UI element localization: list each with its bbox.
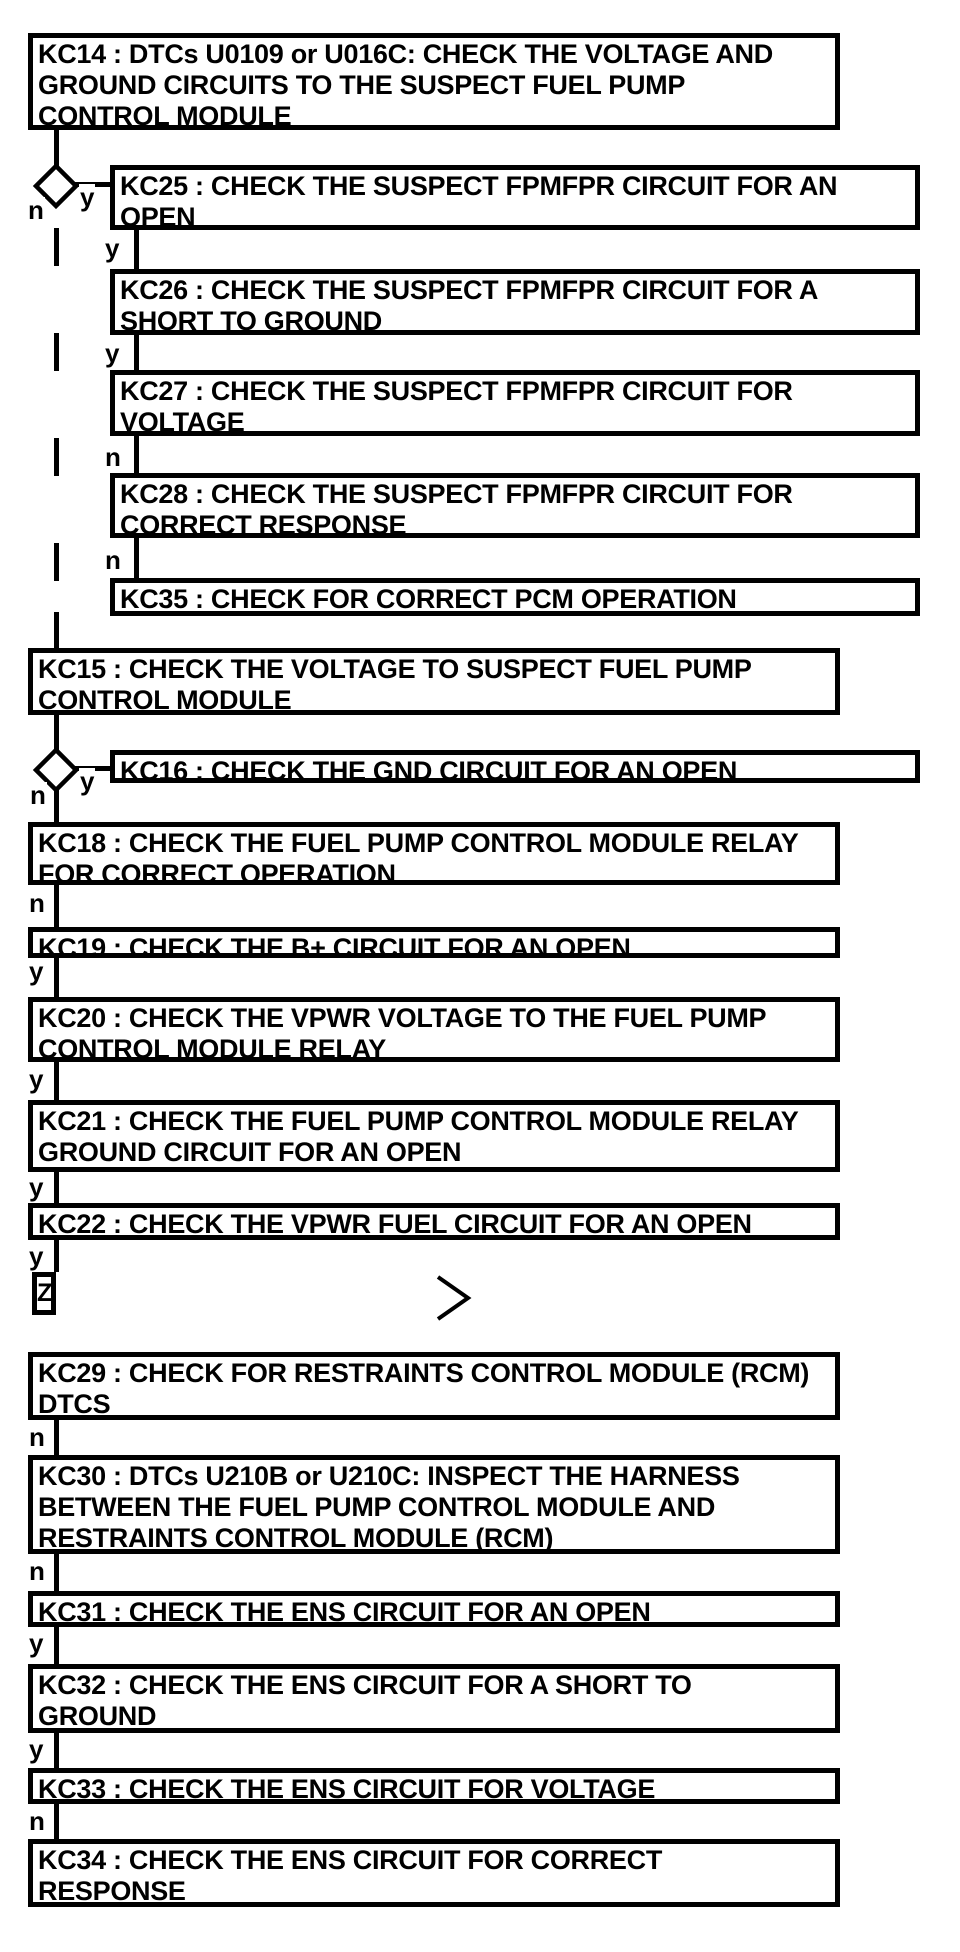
flowchart-step-kc34: KC34 : CHECK THE ENS CIRCUIT FOR CORRECT… (28, 1839, 840, 1907)
flowchart-step-kc35: KC35 : CHECK FOR CORRECT PCM OPERATION (110, 578, 920, 616)
connector-decision2-no (54, 788, 59, 822)
branch-label-yes: y (28, 1172, 45, 1202)
dashed-line-segment (54, 612, 59, 650)
flowchart-step-kc27: KC27 : CHECK THE SUSPECT FPMFPR CIRCUIT … (110, 370, 920, 437)
branch-label-yes: y (28, 1628, 45, 1658)
branch-label-no: n (28, 1422, 46, 1452)
flowchart-step-kc26: KC26 : CHECK THE SUSPECT FPMFPR CIRCUIT … (110, 269, 920, 336)
branch-label-yes: y (28, 956, 45, 986)
dashed-line-segment (54, 228, 59, 266)
flowchart-step-kc33: KC33 : CHECK THE ENS CIRCUIT FOR VOLTAGE (28, 1768, 840, 1804)
branch-label-no: n (104, 442, 122, 472)
dashed-line-segment (54, 543, 59, 581)
flowchart-step-kc16: KC16 : CHECK THE GND CIRCUIT FOR AN OPEN (110, 750, 920, 786)
flowchart-step-kc20: KC20 : CHECK THE VPWR VOLTAGE TO THE FUE… (28, 997, 840, 1064)
flowchart-step-kc30: KC30 : DTCs U210B or U210C: INSPECT THE … (28, 1455, 840, 1554)
page-continuation-chevron-icon (436, 1275, 472, 1321)
branch-label-yes: y (104, 338, 121, 368)
branch-label-no: n (27, 195, 45, 225)
dashed-line-segment (54, 333, 59, 371)
connector-kc20-kc21 (54, 1062, 59, 1100)
connector-kc15-to-decision2 (54, 715, 59, 752)
flowchart-step-kc29: KC29 : CHECK FOR RESTRAINTS CONTROL MODU… (28, 1352, 840, 1420)
branch-label-yes: y (28, 1064, 45, 1094)
flowchart-step-kc18: KC18 : CHECK THE FUEL PUMP CONTROL MODUL… (28, 822, 840, 889)
branch-label-no: n (28, 1556, 46, 1586)
branch-label-yes: y (104, 233, 121, 263)
connector-kc31-kc32 (54, 1627, 59, 1664)
flowchart-step-kc15: KC15 : CHECK THE VOLTAGE TO SUSPECT FUEL… (28, 648, 840, 715)
connector-kc26-kc27 (134, 335, 139, 370)
flowchart-step-kc32: KC32 : CHECK THE ENS CIRCUIT FOR A SHORT… (28, 1664, 840, 1733)
flowchart-step-kc19: KC19 : CHECK THE B+ CIRCUIT FOR AN OPEN (28, 927, 840, 963)
branch-label-yes: y (79, 182, 96, 212)
flowchart-step-kc25: KC25 : CHECK THE SUSPECT FPMFPR CIRCUIT … (110, 165, 920, 232)
decision-diamond-1 (32, 162, 80, 210)
dashed-line-segment (54, 438, 59, 476)
connector-kc27-kc28 (134, 436, 139, 473)
connector-kc14-to-decision1 (54, 130, 59, 168)
flowchart-step-kc31: KC31 : CHECK THE ENS CIRCUIT FOR AN OPEN (28, 1591, 840, 1627)
flowchart-step-kc21: KC21 : CHECK THE FUEL PUMP CONTROL MODUL… (28, 1100, 840, 1172)
connector-kc32-kc33 (54, 1733, 59, 1768)
flowchart-step-kc14: KC14 : DTCs U0109 or U016C: CHECK THE VO… (28, 33, 840, 131)
branch-label-no: n (104, 545, 122, 575)
branch-label-no: n (28, 888, 46, 918)
connector-kc29-kc30 (54, 1420, 59, 1455)
connector-kc28-kc35 (134, 538, 139, 578)
flowchart-step-kc28: KC28 : CHECK THE SUSPECT FPMFPR CIRCUIT … (110, 473, 920, 540)
connector-kc30-kc31 (54, 1554, 59, 1591)
offpage-connector-z: Z (32, 1272, 56, 1315)
branch-label-yes: y (28, 1241, 45, 1271)
connector-kc18-kc19 (54, 885, 59, 927)
connector-kc22-z (54, 1240, 59, 1272)
flowchart-step-kc22: KC22 : CHECK THE VPWR FUEL CIRCUIT FOR A… (28, 1203, 840, 1240)
branch-label-yes: y (79, 766, 96, 796)
connector-kc33-kc34 (54, 1804, 59, 1839)
connector-kc19-kc20 (54, 958, 59, 997)
branch-label-yes: y (28, 1734, 45, 1764)
connector-kc25-kc26 (134, 230, 139, 269)
branch-label-no: n (29, 780, 47, 810)
connector-kc21-kc22 (54, 1172, 59, 1203)
branch-label-no: n (28, 1806, 46, 1836)
